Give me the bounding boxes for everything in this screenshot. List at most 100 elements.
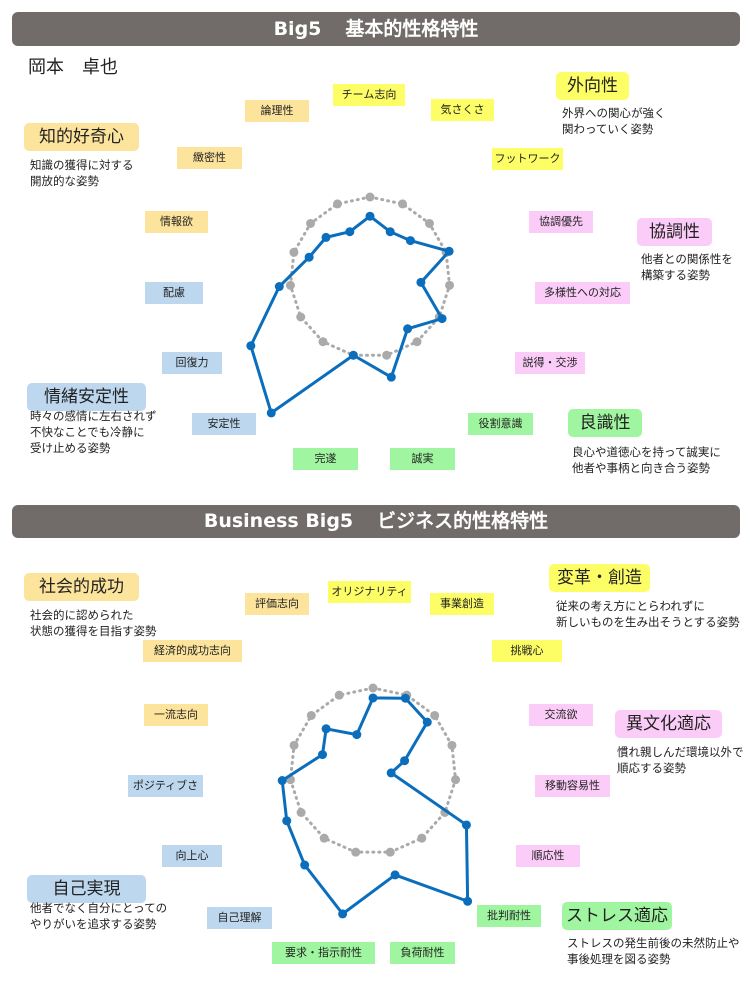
reference-point — [430, 710, 440, 720]
factor-label: 知的好奇心 — [24, 123, 139, 151]
axis-label: 完遂 — [293, 448, 358, 470]
axis-label: 向上心 — [162, 845, 222, 867]
reference-point — [318, 337, 328, 347]
axis-label: チーム志向 — [333, 84, 405, 106]
axis-label: 事業創造 — [430, 593, 494, 615]
axis-label: 多様性への対応 — [535, 282, 630, 304]
score-point — [304, 252, 314, 262]
reference-point — [398, 199, 408, 209]
score-point — [444, 246, 454, 256]
score-point — [282, 816, 292, 826]
reference-point — [447, 740, 457, 750]
title-ja: 基本的性格特性 — [345, 18, 479, 40]
title-en: Big5 — [273, 18, 322, 40]
factor-description: 良心や道徳心を持って誠実に 他者や事柄と向き合う姿勢 — [572, 445, 721, 475]
axis-label: 説得・交渉 — [515, 352, 585, 374]
score-point — [266, 408, 276, 418]
axis-label: 挑戦心 — [492, 640, 562, 662]
reference-point — [417, 833, 427, 843]
factor-label: 良識性 — [568, 409, 642, 437]
reference-point — [351, 847, 361, 857]
reference-point — [285, 280, 295, 290]
score-point — [321, 232, 331, 242]
reference-point — [306, 218, 316, 228]
score-point — [338, 909, 348, 919]
score-point — [390, 870, 400, 880]
person-name: 岡本 卓也 — [28, 57, 118, 78]
reference-point — [365, 192, 375, 202]
score-point — [348, 350, 358, 360]
score-point — [246, 341, 256, 351]
reference-point — [382, 350, 392, 360]
title-en: Business Big5 — [203, 510, 354, 532]
score-point — [461, 820, 471, 830]
axis-label: 誠実 — [390, 448, 455, 470]
factor-label: 自己実現 — [27, 875, 146, 903]
factor-label: 情緒安定性 — [27, 383, 146, 411]
title-ja: ビジネス的性格特性 — [377, 510, 549, 532]
reference-point — [296, 808, 306, 817]
score-point — [277, 776, 287, 786]
reference-point — [385, 847, 395, 857]
axis-label: 気さくさ — [431, 99, 494, 121]
factor-description: 他者との関係性を 構築する姿勢 — [641, 252, 733, 282]
axis-label: 自己理解 — [207, 907, 272, 929]
score-point — [437, 314, 447, 324]
factor-description: 時々の感情に左右されず 不快なことでも冷静に 受け止める姿勢 — [30, 409, 157, 455]
reference-line — [288, 686, 458, 854]
reference-point — [289, 247, 299, 257]
score-point — [422, 717, 432, 727]
axis-label: 一流志向 — [144, 704, 208, 726]
score-point — [321, 724, 331, 734]
score-line — [280, 696, 470, 916]
factor-description: ストレスの発生前後の未然防止や 事後処理を図る姿勢 — [567, 936, 740, 966]
score-point — [386, 768, 396, 778]
axis-label: 順応性 — [516, 845, 580, 867]
score-point — [345, 227, 355, 237]
reference-point — [319, 833, 329, 843]
reference-point — [296, 312, 306, 322]
axis-label: オリジナリティ — [328, 581, 411, 603]
factor-description: 外界への関心が強く 関わっていく姿勢 — [562, 106, 666, 136]
reference-point — [334, 690, 344, 700]
score-point — [463, 896, 473, 906]
factor-label: 変革・創造 — [549, 564, 650, 592]
axis-label: フットワーク — [492, 148, 563, 170]
reference-point — [289, 740, 299, 750]
section-title-business-big5: Business Big5 ビジネス的性格特性 — [12, 505, 740, 538]
reference-point — [306, 710, 316, 720]
score-point — [416, 277, 426, 287]
reference-point — [424, 218, 434, 228]
factor-description: 社会的に認められた 状態の獲得を目指す姿勢 — [30, 608, 157, 638]
reference-point — [451, 775, 461, 785]
axis-label: 論理性 — [245, 100, 309, 122]
score-point — [352, 730, 362, 740]
factor-label: 社会的成功 — [24, 573, 139, 601]
axis-label: 情報欲 — [145, 211, 208, 233]
axis-label: 移動容易性 — [535, 775, 610, 797]
factor-description: 他者でなく自分にとっての やりがいを追求する姿勢 — [30, 901, 168, 931]
score-line — [249, 214, 451, 415]
reference-point — [368, 683, 378, 693]
axis-label: 安定性 — [192, 413, 256, 435]
axis-label: 回復力 — [162, 352, 222, 374]
axis-label: 要求・指示耐性 — [272, 942, 375, 964]
factor-label: 協調性 — [637, 218, 712, 246]
score-point — [365, 211, 375, 221]
axis-label: 協調優先 — [529, 211, 593, 233]
score-point — [386, 372, 396, 382]
axis-label: 交流欲 — [529, 704, 593, 726]
reference-line — [288, 195, 452, 357]
factor-label: 外向性 — [556, 72, 629, 100]
factor-description: 知識の獲得に対する 開放的な姿勢 — [30, 158, 134, 188]
score-point — [274, 282, 284, 292]
score-point — [368, 693, 378, 703]
reference-point — [445, 280, 455, 290]
score-point — [300, 860, 310, 870]
score-point — [405, 236, 415, 246]
score-point — [317, 750, 327, 760]
score-point — [400, 693, 410, 703]
score-point — [403, 324, 413, 334]
